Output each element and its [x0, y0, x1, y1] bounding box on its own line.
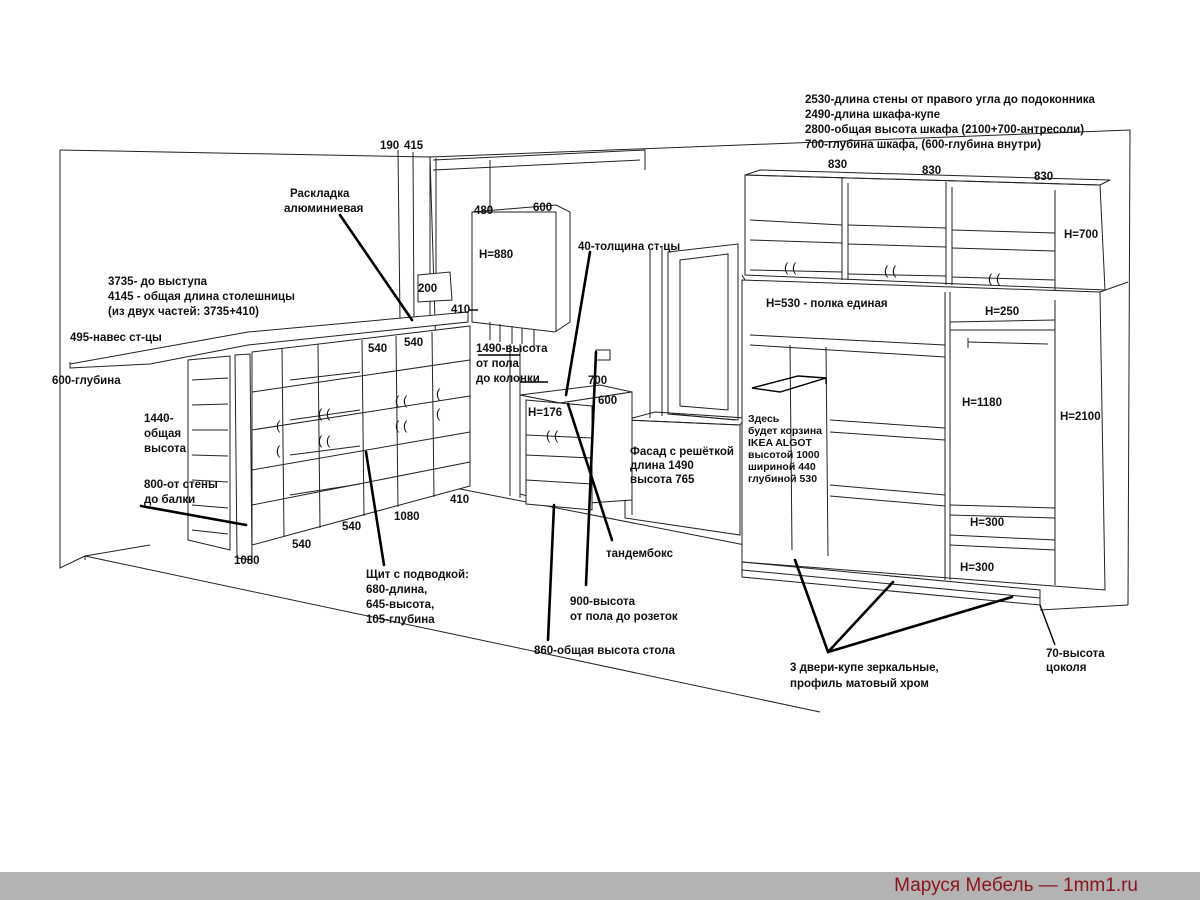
dim-540-d: 540 [292, 539, 311, 551]
leader-lines [139, 213, 1056, 654]
site-credit: Маруся Мебель — 1mm1.ru [894, 875, 1138, 896]
algot-note-2: будет корзина [748, 425, 822, 437]
countertop-note-3: (из двух частей: 3735+410) [108, 306, 259, 318]
wardrobe-height: H=2100 [1060, 411, 1101, 423]
panel-note-1: Щит с подводкой: [366, 569, 469, 581]
tandembox-note: тандембокс [606, 548, 674, 560]
svg-text:(: ( [436, 386, 441, 401]
shelving-unit: ( ( ( ( ( ( ( ( ( ( ( ( [69, 311, 471, 561]
dim-190: 190 [380, 140, 399, 152]
dim-415: 415 [404, 140, 424, 152]
hanging-height: H=1180 [962, 397, 1002, 409]
shelf-height-300-a: H=300 [970, 517, 1004, 529]
boiler-height: H=880 [479, 249, 513, 261]
column-height-2: от пола [476, 358, 520, 370]
shelf-height-300-b: H=300 [960, 562, 994, 574]
countertop-note-1: 3735- до выступа [108, 276, 208, 288]
desk-cabinet: ( ( [519, 384, 633, 511]
room-outline [59, 129, 1131, 713]
plinth-note-2: цоколя [1046, 662, 1086, 674]
algot-note-3: IKEA ALGOT [748, 437, 813, 449]
algot-note-5: шириной 440 [748, 461, 816, 473]
svg-text:( (: ( ( [318, 433, 331, 448]
svg-text:( (: ( ( [395, 418, 408, 433]
wardrobe-info-4: 700-глубина шкафа, (600-глубина внутри) [805, 139, 1041, 151]
svg-text:( (: ( ( [784, 260, 797, 275]
svg-text:(: ( [436, 406, 441, 421]
dim-200: 200 [418, 283, 437, 295]
algot-note-4: высотой 1000 [748, 449, 820, 461]
dim-480: 480 [474, 205, 493, 217]
plinth-note-1: 70-высота [1046, 648, 1105, 660]
desk-height-176: H=176 [528, 407, 562, 419]
mezzanine-height: H=700 [1064, 229, 1098, 241]
socket-note-1: 900-высота [570, 596, 636, 608]
depth-note: 600-глубина [52, 375, 121, 387]
svg-text:( (: ( ( [395, 393, 408, 408]
mezzanine-width-3: 830 [1034, 171, 1053, 183]
column-height-3: до колонки [476, 373, 540, 385]
svg-text:( (: ( ( [884, 263, 897, 278]
height-note-3: высота [144, 443, 187, 455]
wardrobe-info-2: 2490-длина шкафа-купе [805, 109, 940, 121]
doors-note-1: 3 двери-купе зеркальные, [790, 662, 939, 674]
facade-note-2: длина 1490 [630, 460, 694, 472]
table-height-note: 860-общая высота стола [534, 645, 675, 657]
panel-note-4: 105-глубина [366, 614, 435, 626]
dim-540-b: 540 [404, 337, 423, 349]
overhang-note: 495-навес ст-цы [70, 332, 162, 344]
dim-410-bottom: 410 [450, 494, 469, 506]
column-height-1: 1490-высота [476, 343, 548, 355]
panel-note-2: 680-длина, [366, 584, 427, 596]
algot-note-6: глубиной 530 [748, 473, 817, 485]
dim-410-top: 410 [451, 304, 470, 316]
doors-note-2: профиль матовый хром [790, 678, 929, 690]
height-note-1: 1440- [144, 413, 174, 425]
gas-boiler [471, 204, 571, 498]
facade-note-1: Фасад с решёткой [630, 446, 734, 458]
beam-note-1: 800-от стены [144, 479, 218, 491]
wardrobe-info-1: 2530-длина стены от правого угла до подо… [805, 94, 1096, 106]
svg-text:(: ( [276, 418, 281, 433]
dim-600-desk: 600 [598, 395, 617, 407]
dim-1080-a: 1080 [394, 511, 420, 523]
countertop-thickness: 40-толщина ст-цы [578, 241, 680, 253]
dim-700: 700 [588, 375, 607, 387]
panel-note-3: 645-высота, [366, 599, 434, 611]
mezzanine-width-1: 830 [828, 159, 847, 171]
shelf-height-530: H=530 - полка единая [766, 298, 888, 310]
dim-540-c: 540 [342, 521, 361, 533]
beam-note-2: до балки [144, 494, 195, 506]
height-note-2: общая [144, 428, 181, 440]
shelf-height-250: H=250 [985, 306, 1019, 318]
facade-note-3: высота 765 [630, 474, 695, 486]
dim-540-a: 540 [368, 343, 387, 355]
dimension-labels: 2530-длина стены от правого угла до подо… [52, 94, 1105, 690]
svg-text:( (: ( ( [988, 271, 1001, 286]
balcony-door [649, 243, 739, 421]
raskladka-1: Раскладка [290, 188, 350, 200]
algot-note-1: Здесь [748, 413, 780, 425]
mezzanine-width-2: 830 [922, 165, 941, 177]
footer-bar: Маруся Мебель — 1mm1.ru [0, 872, 1200, 900]
wardrobe: ( ( ( ( ( ( [741, 169, 1129, 606]
electrical-panel [417, 271, 453, 303]
wardrobe-info-3: 2800-общая высота шкафа (2100+700-антрес… [805, 124, 1084, 136]
dim-1080-b: 1080 [234, 555, 260, 567]
svg-text:(: ( [276, 443, 281, 458]
svg-text:( (: ( ( [318, 406, 331, 421]
countertop-note-2: 4145 - общая длина столешницы [108, 291, 295, 303]
socket-note-2: от пола до розеток [570, 611, 678, 623]
svg-text:( (: ( ( [546, 428, 559, 443]
dim-600-top: 600 [533, 202, 552, 214]
raskladka-2: алюминиевая [284, 203, 363, 215]
wall-socket [595, 349, 611, 361]
